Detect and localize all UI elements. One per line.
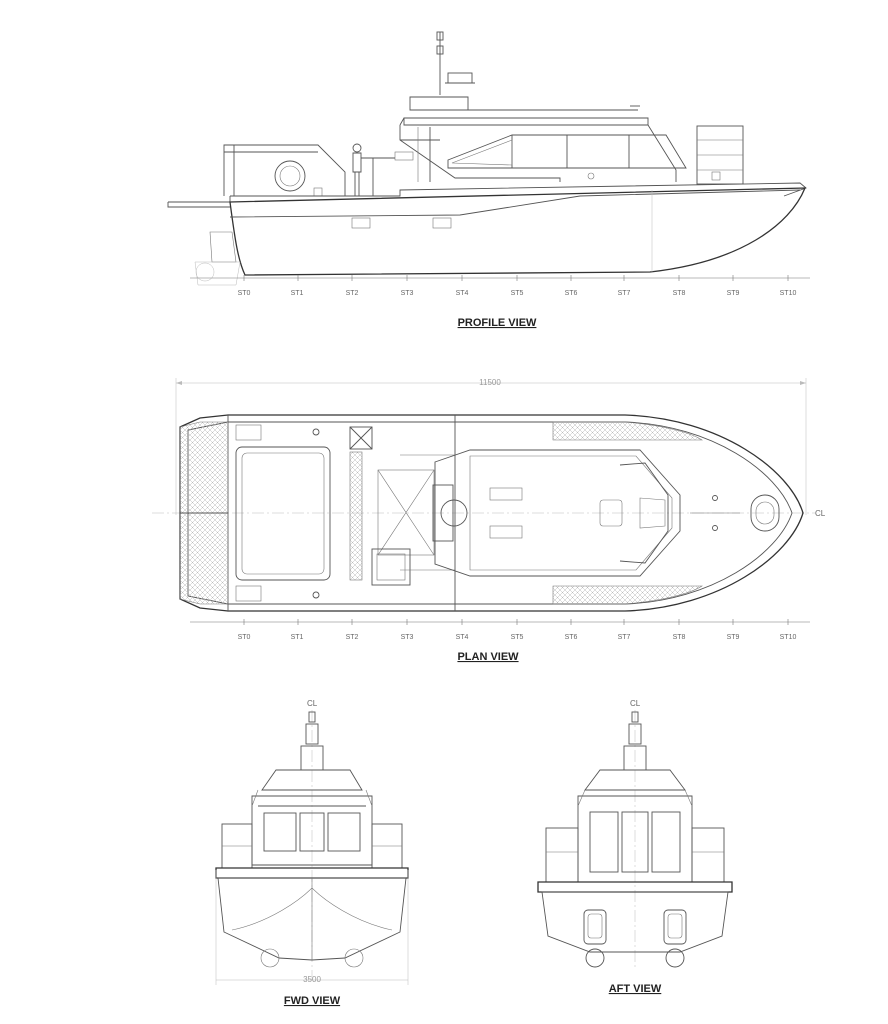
outboard-engine-icon xyxy=(663,909,687,968)
aft-rail xyxy=(223,144,346,197)
engine-icon xyxy=(344,948,364,968)
crew-figure xyxy=(352,143,395,196)
station-label: ST0 xyxy=(238,634,251,641)
station-label: ST5 xyxy=(511,634,524,641)
station-label: ST8 xyxy=(673,290,686,297)
station-label: ST8 xyxy=(673,634,686,641)
station-label: ST2 xyxy=(346,634,359,641)
station-label: ST3 xyxy=(401,290,414,297)
station-label: ST1 xyxy=(291,290,304,297)
station-label: ST4 xyxy=(456,634,469,641)
plan-centerline-label: CL xyxy=(815,509,826,518)
plan-view-title: PLAN VIEW xyxy=(457,651,519,663)
crane-base xyxy=(349,426,373,581)
fwd-view-title: FWD VIEW xyxy=(284,995,341,1007)
profile-station-labels: ST0 ST1 ST2 ST3 ST4 ST5 ST6 ST7 ST8 ST9 … xyxy=(238,290,797,297)
cleat-icon xyxy=(712,495,718,501)
aft-hull xyxy=(537,881,733,953)
deck-hatch xyxy=(235,424,331,602)
station-label: ST7 xyxy=(618,290,631,297)
cleat-icon xyxy=(312,591,320,599)
hull-profile xyxy=(229,187,806,276)
engine-icon xyxy=(260,948,280,968)
fwd-view: CL xyxy=(215,699,409,1007)
cabin-top xyxy=(432,415,681,611)
length-dimension-label: 11500 xyxy=(479,378,501,387)
station-label: ST4 xyxy=(456,290,469,297)
fwd-hull xyxy=(215,867,409,961)
deck-box xyxy=(371,548,411,586)
cabin xyxy=(394,96,687,182)
station-label: ST2 xyxy=(346,290,359,297)
station-label: ST6 xyxy=(565,290,578,297)
station-label: ST7 xyxy=(618,634,631,641)
plan-station-labels: ST0 ST1 ST2 ST3 ST4 ST5 ST6 ST7 ST8 ST9 … xyxy=(238,634,797,641)
station-label: ST10 xyxy=(780,634,797,641)
station-label: ST1 xyxy=(291,634,304,641)
profile-station-ticks xyxy=(243,275,789,281)
bow-panel-stbd xyxy=(552,585,703,605)
aft-view-title: AFT VIEW xyxy=(609,983,662,995)
plan-view: 11500 CL xyxy=(152,378,826,663)
deck-locker xyxy=(377,469,435,556)
outboard-engine-icon xyxy=(583,909,607,968)
profile-view-title: PROFILE VIEW xyxy=(458,317,537,329)
fwd-centerline-label: CL xyxy=(307,699,318,708)
bow-panel-port xyxy=(552,421,703,441)
mast xyxy=(436,31,475,95)
station-label: ST0 xyxy=(238,290,251,297)
anchor-hatch xyxy=(750,494,780,532)
profile-view: ST0 ST1 ST2 ST3 ST4 ST5 ST6 ST7 ST8 ST9 … xyxy=(167,31,810,329)
station-label: ST9 xyxy=(727,290,740,297)
length-dimension: 11500 xyxy=(175,378,807,515)
station-label: ST10 xyxy=(780,290,797,297)
station-label: ST5 xyxy=(511,290,524,297)
cleat-icon xyxy=(312,428,320,436)
beam-dimension-label: 3500 xyxy=(303,975,321,984)
cleat-icon xyxy=(712,525,718,531)
station-label: ST6 xyxy=(565,634,578,641)
station-label: ST3 xyxy=(401,634,414,641)
aft-view: CL xyxy=(537,699,733,995)
station-label: ST9 xyxy=(727,634,740,641)
plan-station-ticks xyxy=(243,619,789,625)
aft-centerline-label: CL xyxy=(630,699,641,708)
fore-rail xyxy=(696,125,744,185)
outboard-engine xyxy=(194,231,241,286)
